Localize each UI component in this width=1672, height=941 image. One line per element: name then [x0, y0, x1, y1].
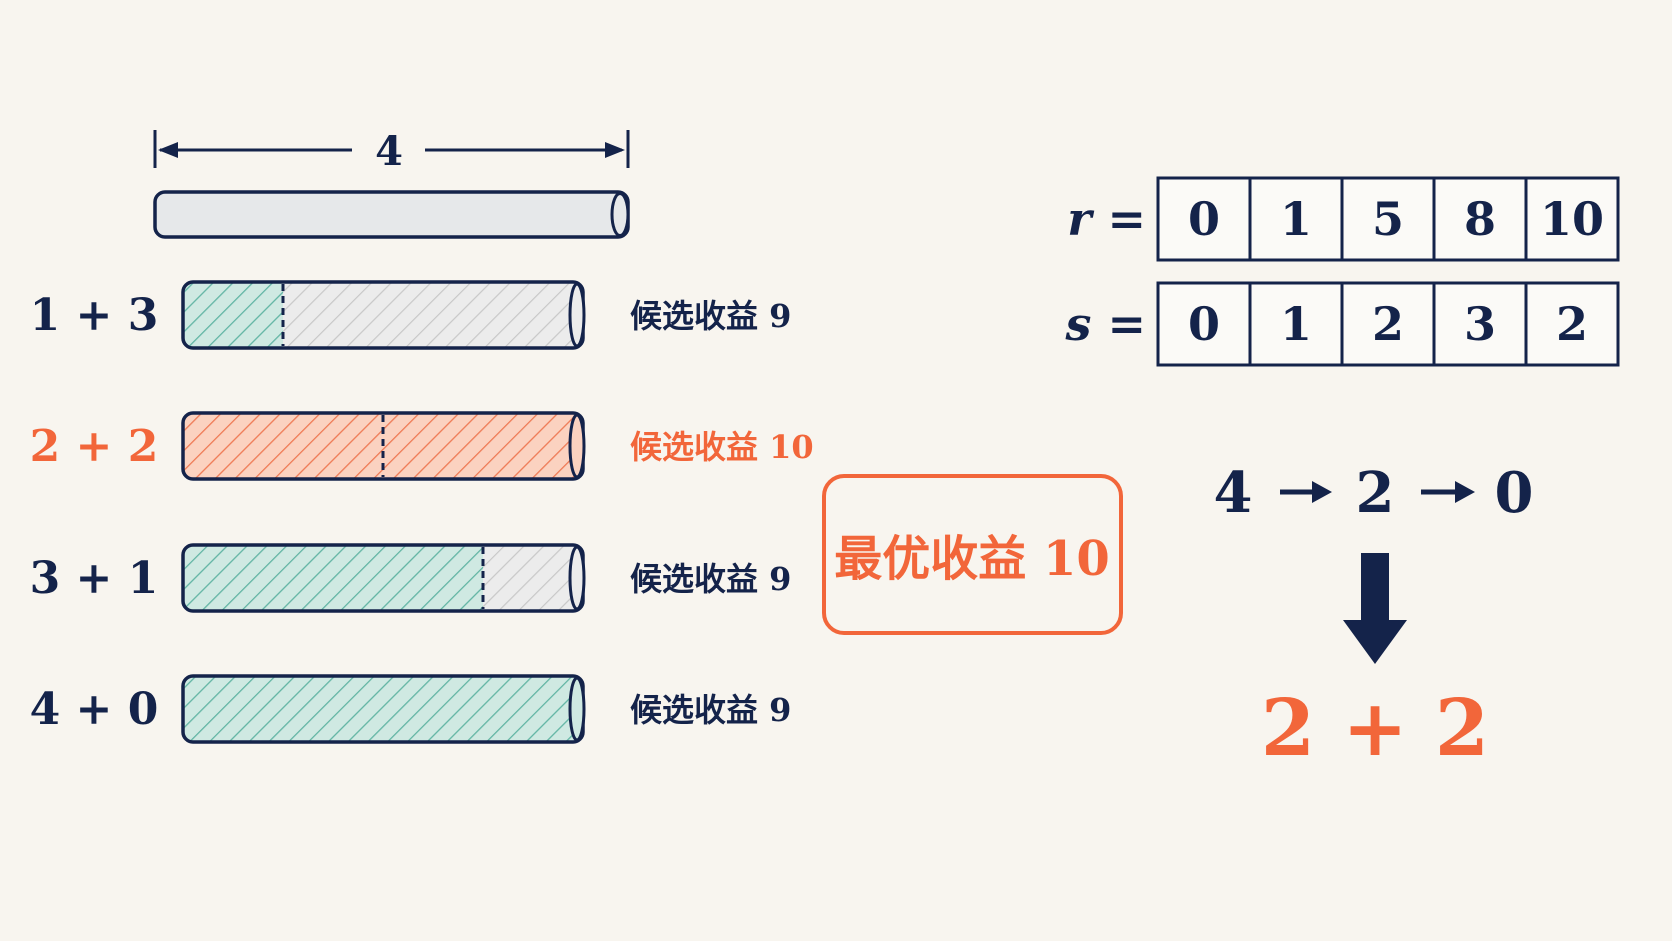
arrow-right-icon	[1421, 481, 1475, 503]
table-cell	[1524, 176, 1620, 262]
best-revenue-text: 最优收益 10	[834, 531, 1110, 587]
rod-end-cap	[568, 282, 586, 348]
table-cell-value: 0	[1188, 192, 1220, 246]
table-cell-value: 1	[1280, 192, 1312, 246]
table-cell-value: 2	[1372, 297, 1404, 351]
rod-length-label: 4	[375, 128, 403, 175]
table-cell-value: 2	[1556, 297, 1588, 351]
table-cell-value: 1	[1280, 297, 1312, 351]
final-cut-result: 2 + 2	[1261, 683, 1489, 774]
best-revenue-box: 最优收益 10	[822, 474, 1123, 635]
rod-piece-first	[183, 545, 483, 611]
dp-table-r: r = 0 1 5 8 10	[1067, 176, 1620, 262]
table-label: r =	[1067, 192, 1146, 246]
rod-end-cap	[568, 676, 586, 742]
cut-label: 2 + 2	[30, 421, 159, 472]
table-cell	[1524, 281, 1620, 367]
table-cell	[1156, 176, 1252, 262]
chain-step: 2	[1356, 460, 1395, 526]
table-cell	[1432, 281, 1528, 367]
candidate-revenue: 候选收益 9	[630, 691, 791, 729]
dp-table-s: s = 0 1 2 3 2	[1065, 281, 1620, 367]
table-cell-value: 0	[1188, 297, 1220, 351]
table-label: s =	[1065, 297, 1146, 351]
rod-length-dimension: 4	[153, 128, 630, 175]
dp-tables: r = 0 1 5 8 10 s = 0 1 2 3 2	[1065, 176, 1620, 367]
table-cell	[1340, 281, 1436, 367]
cut-row: 2 + 2 候选收益 10	[30, 411, 814, 481]
rod-piece-first	[183, 413, 383, 479]
cut-row: 4 + 0 候选收益 9	[30, 674, 791, 744]
rod-piece-first	[183, 282, 283, 348]
table-cell-value: 10	[1540, 192, 1604, 246]
cut-row: 3 + 1 候选收益 9	[30, 543, 791, 613]
cut-options: 1 + 3 候选收益 9 2 + 2 候选收益 10 3 + 1 候选收益 9 4 + 0 候…	[30, 280, 814, 744]
rod-piece-second	[483, 545, 583, 611]
cut-label: 4 + 0	[30, 684, 159, 735]
table-cell-value: 8	[1464, 192, 1496, 246]
table-cell	[1432, 176, 1528, 262]
cut-row: 1 + 3 候选收益 9	[30, 280, 791, 350]
candidate-revenue: 候选收益 10	[630, 428, 814, 466]
cut-label: 1 + 3	[30, 290, 159, 341]
chain-step: 4	[1214, 460, 1253, 526]
backtrack-chain: 4 2 0	[1214, 460, 1534, 526]
rod-end-cap	[568, 545, 586, 611]
candidate-revenue: 候选收益 9	[630, 560, 791, 598]
cut-label: 3 + 1	[30, 553, 159, 604]
rod-piece-second	[283, 282, 583, 348]
table-cell-value: 5	[1372, 192, 1404, 246]
rod-piece-second	[383, 413, 583, 479]
chain-step: 0	[1495, 460, 1534, 526]
table-cell	[1248, 176, 1344, 262]
rod-end-cap	[568, 413, 586, 479]
arrow-down-icon	[1343, 553, 1407, 664]
rod-piece-first	[183, 676, 583, 742]
candidate-revenue: 候选收益 9	[630, 297, 791, 335]
arrow-right-icon	[1280, 481, 1332, 503]
whole-rod	[153, 190, 630, 239]
table-cell-value: 3	[1464, 297, 1496, 351]
